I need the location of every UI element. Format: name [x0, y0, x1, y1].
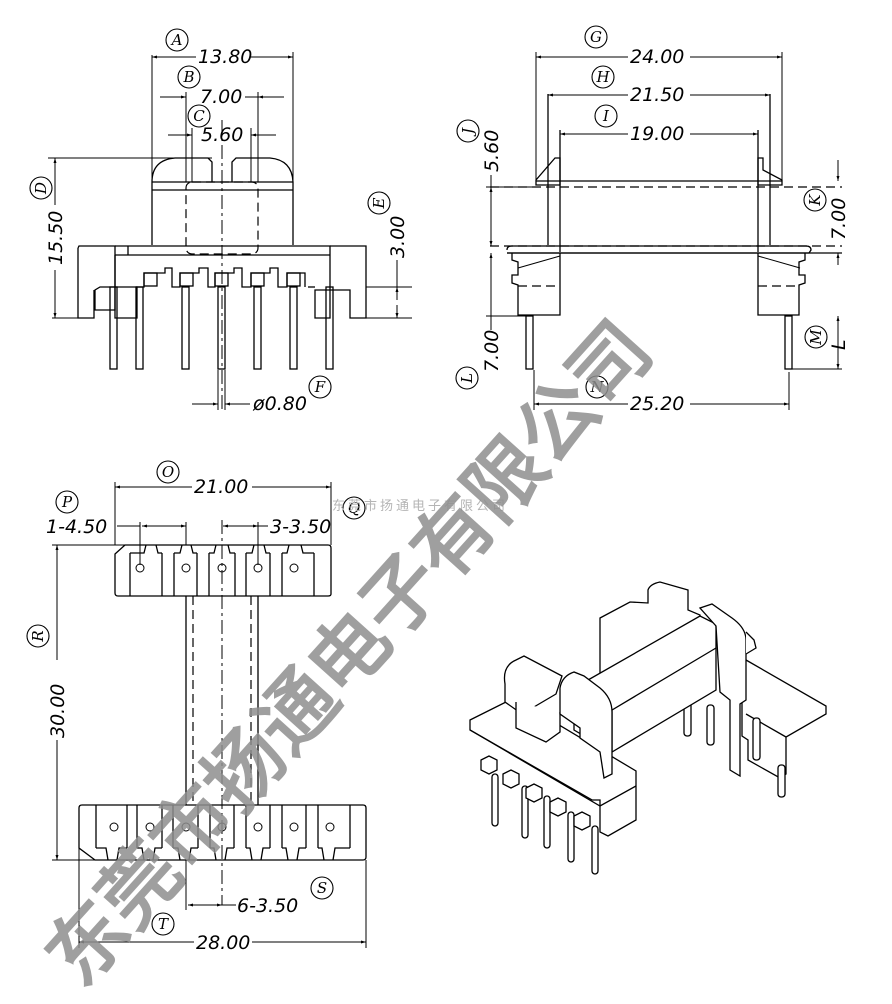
front-cap-right: [231, 157, 294, 183]
label-g: G: [584, 25, 608, 49]
svg-text:Q: Q: [348, 499, 360, 517]
svg-text:N: N: [589, 378, 604, 396]
label-t: T: [151, 912, 175, 936]
dim-k-value: 7.00: [828, 198, 850, 240]
label-n: N: [585, 375, 609, 399]
dim-o-value: 21.00: [194, 476, 248, 498]
svg-text:东莞市扬通电子有限公司: 东莞市扬通电子有限公司: [29, 305, 670, 1003]
svg-text:H: H: [595, 68, 610, 86]
dim-t-value: 28.00: [196, 932, 250, 954]
dim-h-value: 21.50: [630, 84, 684, 106]
bottom-plate-holes: [109, 822, 335, 832]
front-view: 13.80 7.00 5.60 15.50 3.00 ø0.80 A B C D: [29, 28, 412, 415]
label-d: D: [29, 176, 53, 200]
label-b: B: [177, 65, 201, 89]
svg-text:S: S: [317, 879, 327, 897]
dim-m-value: L: [828, 339, 850, 350]
label-c: C: [187, 104, 211, 128]
isometric-view: [469, 581, 827, 875]
dim-d-value: 15.50: [45, 211, 67, 265]
dim-i-value: 19.00: [630, 123, 684, 145]
svg-text:L: L: [458, 373, 476, 384]
bottom-plate-slots: [95, 805, 351, 861]
dim-f-value: ø0.80: [252, 393, 307, 415]
dim-s-value: 6-3.50: [237, 895, 298, 917]
label-l: L: [455, 366, 479, 390]
svg-text:B: B: [182, 68, 194, 86]
label-q: Q: [342, 496, 366, 520]
dim-c-value: 5.60: [201, 124, 243, 146]
svg-text:P: P: [61, 493, 73, 511]
dim-b-value: 7.00: [200, 86, 242, 108]
label-p: P: [55, 490, 79, 514]
dim-g-value: 24.00: [630, 46, 684, 68]
svg-text:G: G: [590, 28, 602, 46]
label-h: H: [591, 65, 615, 89]
top-plate-slots: [129, 544, 315, 596]
svg-text:F: F: [314, 378, 326, 396]
dim-n-value: 25.20: [630, 393, 684, 415]
svg-text:E: E: [370, 197, 388, 209]
bottom-view: 21.00 1-4.50 3-3.50 30.00 6-3.50 28.00 O…: [26, 460, 367, 954]
svg-text:I: I: [602, 107, 610, 125]
top-plate-holes: [135, 563, 299, 573]
svg-text:D: D: [32, 182, 50, 195]
svg-text:O: O: [162, 463, 174, 481]
label-a: A: [165, 28, 189, 52]
svg-text:T: T: [158, 915, 169, 933]
label-i: I: [594, 104, 618, 128]
dim-j-value: 5.60: [481, 130, 503, 172]
svg-text:C: C: [193, 107, 205, 125]
dim-e-value: 3.00: [387, 216, 409, 258]
watermark-small: 东莞市扬通电子有限公司: [332, 498, 508, 514]
dim-r-value: 30.00: [47, 684, 69, 738]
label-f: F: [308, 375, 332, 399]
dim-l-value: 7.00: [481, 330, 503, 372]
label-j: J: [456, 119, 480, 143]
side-view: 24.00 21.50 19.00 5.60 7.00 7.00 L 25.20…: [455, 25, 850, 415]
dim-q-value: 3-3.50: [270, 516, 331, 538]
svg-text:M: M: [807, 329, 825, 346]
label-k: K: [803, 188, 827, 212]
svg-text:A: A: [170, 31, 183, 49]
front-pins: [109, 286, 334, 370]
svg-text:R: R: [29, 630, 47, 642]
front-core-hidden: [185, 181, 259, 255]
label-e: E: [367, 191, 391, 215]
iso-front-pins: [480, 755, 599, 875]
label-s: S: [310, 876, 334, 900]
label-m: M: [804, 325, 828, 349]
svg-text:J: J: [459, 127, 477, 137]
watermark-large: 东莞市扬通电子有限公司: [29, 305, 670, 1003]
front-cap-left: [151, 157, 213, 183]
label-r: R: [26, 624, 50, 648]
dim-a-value: 13.80: [198, 46, 252, 68]
dim-p-value: 1-4.50: [46, 516, 107, 538]
label-o: O: [156, 460, 180, 484]
svg-text:K: K: [806, 194, 824, 207]
svg-text:东莞市扬通电子有限公司: 东莞市扬通电子有限公司: [332, 498, 508, 514]
